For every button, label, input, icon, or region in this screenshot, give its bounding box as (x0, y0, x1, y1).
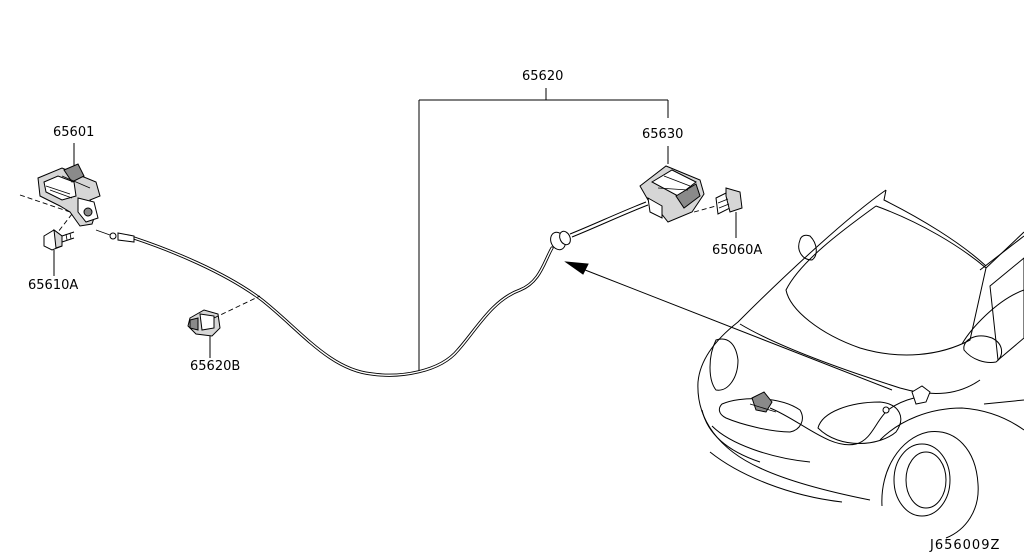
label-hood-lock-bolt: 65610A (28, 278, 78, 293)
hood-lock-part (37, 163, 101, 227)
handle-bolt-dashline (693, 205, 717, 213)
clip-dashline (213, 295, 261, 319)
hood-lock-bolt-part (43, 228, 75, 251)
location-arrow (564, 261, 893, 391)
label-release-handle: 65630 (642, 127, 683, 142)
release-handle-part (639, 165, 705, 223)
diagram-reference-code: J656009Z (929, 538, 1000, 553)
cable-clip-part (187, 309, 221, 337)
cable-assembly-bracket (418, 88, 669, 372)
installed-cable-on-car (749, 385, 931, 446)
handle-bolt-part (715, 187, 743, 215)
car-illustration (697, 189, 1024, 539)
lock-mount-dashline (19, 194, 71, 213)
label-hood-lock: 65601 (53, 125, 94, 140)
label-handle-bolt: 65060A (712, 243, 762, 258)
label-cable-assembly: 65620 (522, 69, 563, 84)
label-cable-clip: 65620B (190, 359, 240, 374)
lock-bolt-dashline (57, 213, 73, 233)
hood-release-cable (95, 201, 649, 377)
